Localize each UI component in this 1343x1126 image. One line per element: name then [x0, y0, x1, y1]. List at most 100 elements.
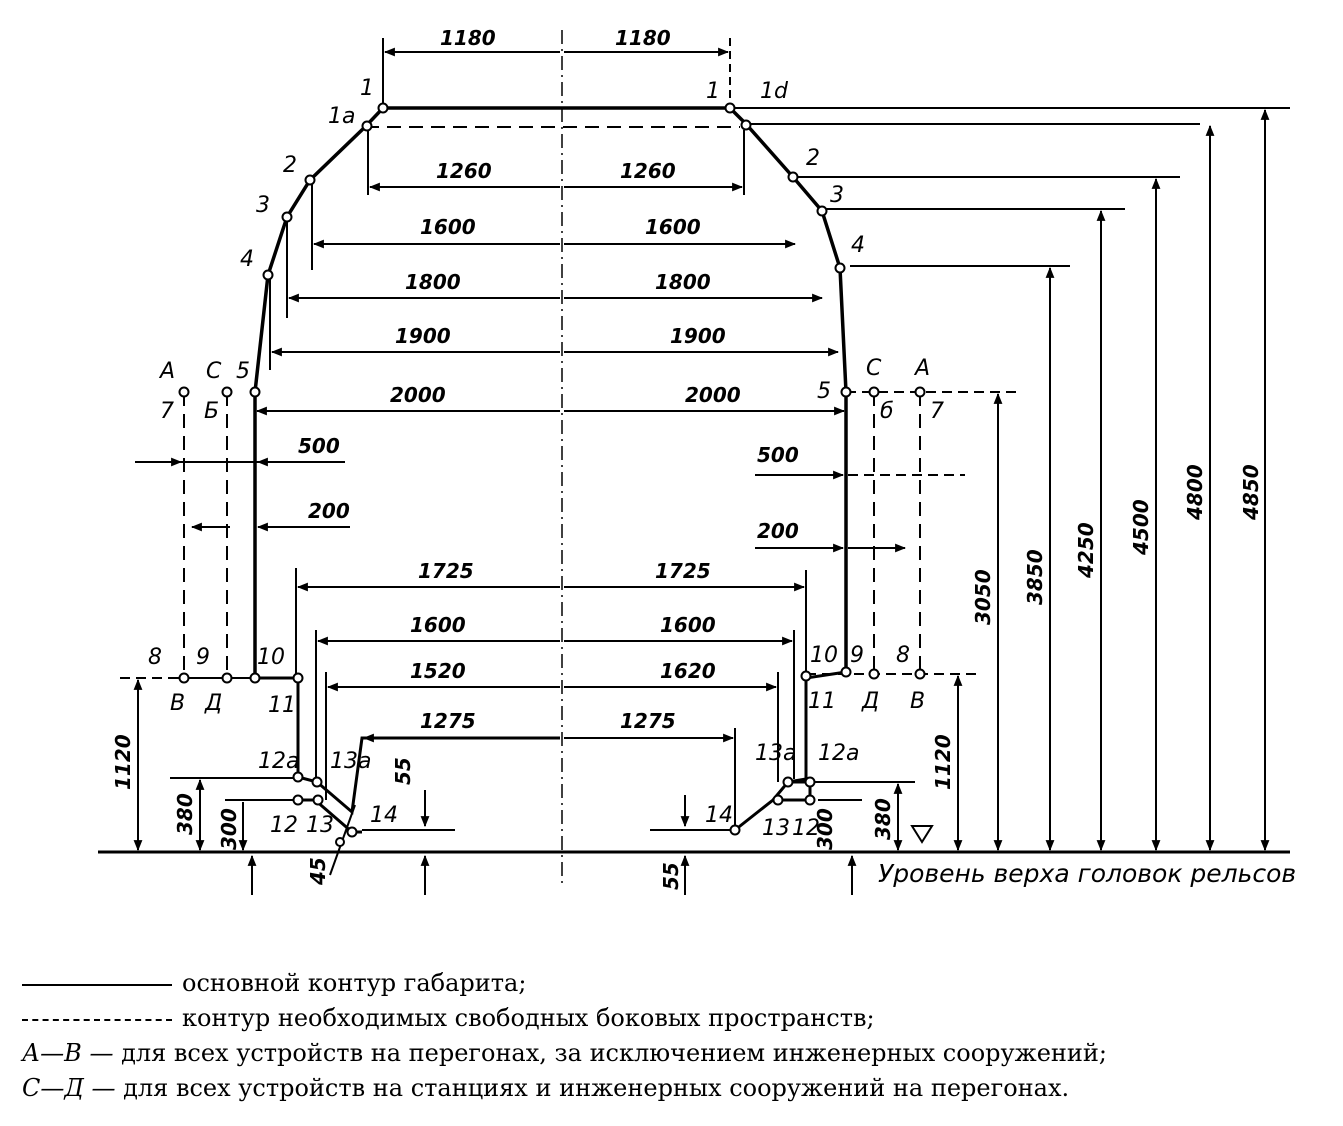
label-1120-left: 1120 — [111, 734, 135, 790]
point-4-left: 4 — [240, 247, 254, 272]
point-1a: 1a — [328, 104, 355, 129]
point-8-right: 8 — [896, 643, 910, 668]
label-2000-left: 2000 — [390, 383, 446, 407]
point-2-left: 2 — [283, 153, 297, 178]
legend-item-main-contour: основной контур габарита; — [22, 966, 1332, 1001]
point-12a-left: 12a — [258, 749, 299, 774]
point-9-right: 9 — [850, 643, 864, 668]
point-D-left: Д — [204, 691, 222, 716]
label-1900-left: 1900 — [395, 324, 451, 348]
main-contour-step-right — [780, 780, 812, 802]
point-13a-left: 13a — [330, 749, 371, 774]
label-55-right: 55 — [659, 862, 683, 890]
label-200-left: 200 — [308, 499, 350, 523]
rail-level-triangle — [910, 825, 934, 844]
point-2-right: 2 — [806, 146, 820, 171]
point-13a-right: 13a — [755, 741, 796, 766]
legend-item-AB: А—В — для всех устройств на перегонах, з… — [22, 1036, 1332, 1071]
point-9-left: 9 — [196, 645, 210, 670]
legend-text-main-contour: основной контур габарита; — [182, 969, 527, 997]
label-3050: 3050 — [971, 569, 995, 625]
point-C-right: C — [866, 356, 882, 381]
point-7-left: 7 — [160, 399, 174, 424]
label-3850: 3850 — [1023, 549, 1047, 605]
point-V-left: В — [170, 691, 185, 716]
dashed-line-sample — [22, 1018, 172, 1021]
point-V-right: В — [910, 689, 925, 714]
label-1275-left: 1275 — [420, 709, 476, 733]
legend-text-CD: для всех устройств на станциях и инженер… — [123, 1074, 1070, 1102]
point-1d: 1d — [760, 79, 789, 104]
point-1-left: 1 — [360, 76, 374, 101]
legend-item-side-spaces: контур необходимых свободных боковых про… — [22, 1001, 1332, 1036]
point-10-right: 10 — [810, 643, 838, 668]
legend-text-AB: для всех устройств на перегонах, за искл… — [121, 1039, 1107, 1067]
point-12a-right: 12a — [818, 741, 859, 766]
label-1800-left: 1800 — [405, 270, 461, 294]
legend-key-AB: А—В — — [22, 1039, 114, 1067]
label-1600b-left: 1600 — [410, 613, 466, 637]
point-1-right: 1 — [706, 79, 720, 104]
point-6-right: б — [880, 399, 894, 424]
point-10-left: 10 — [257, 645, 285, 670]
point-13-left: 13 — [306, 813, 334, 838]
point-C-left: C — [206, 359, 222, 384]
legend-text-side-spaces: контур необходимых свободных боковых про… — [182, 1004, 875, 1032]
label-380-left: 380 — [173, 793, 197, 835]
point-markers — [178, 102, 926, 847]
point-14-right: 14 — [705, 803, 733, 828]
point-11-left: 11 — [268, 693, 296, 718]
label-300-right: 300 — [813, 808, 837, 850]
point-4-right: 4 — [851, 233, 865, 258]
label-4500: 4500 — [1129, 499, 1153, 556]
point-D-right: Д — [861, 689, 879, 714]
main-contour-upper — [253, 106, 848, 678]
label-1600-right: 1600 — [645, 215, 701, 239]
point-12-right: 12 — [792, 816, 820, 841]
point-A-right: A — [913, 356, 930, 381]
label-1260-right: 1260 — [620, 159, 676, 183]
point-A-left: A — [158, 359, 175, 384]
clearance-gauge-diagram: 1180 1180 1260 1260 1600 1600 1800 1800 … — [98, 26, 1296, 895]
legend-key-CD: С—Д — — [22, 1074, 116, 1102]
label-1600b-right: 1600 — [660, 613, 716, 637]
point-14-left: 14 — [370, 803, 398, 828]
label-380-right: 380 — [871, 798, 895, 840]
label-500-left: 500 — [298, 434, 340, 458]
label-1180-right: 1180 — [615, 26, 671, 50]
label-300-left: 300 — [217, 808, 241, 850]
point-5-right: 5 — [817, 379, 831, 404]
label-1620-right: 1620 — [660, 659, 716, 683]
rail-level-caption: Уровень верха головок рельсов — [878, 859, 1296, 888]
label-1120-right: 1120 — [931, 734, 955, 790]
label-1180-left: 1180 — [440, 26, 496, 50]
point-7-right: 7 — [930, 399, 944, 424]
point-6-left: Б — [204, 399, 219, 424]
point-12-left: 12 — [270, 813, 298, 838]
label-4250: 4250 — [1074, 522, 1098, 579]
label-1725-left: 1725 — [418, 559, 474, 583]
main-contour-lower-left — [255, 676, 560, 815]
label-1275-right: 1275 — [620, 709, 676, 733]
point-5-left: 5 — [236, 359, 250, 384]
label-1600-left: 1600 — [420, 215, 476, 239]
legend: основной контур габарита; контур необход… — [22, 966, 1332, 1106]
label-1800-right: 1800 — [655, 270, 711, 294]
legend-item-CD: С—Д — для всех устройств на станциях и и… — [22, 1071, 1332, 1106]
point-8-left: 8 — [148, 645, 162, 670]
point-3-right: 3 — [830, 183, 844, 208]
label-200-right: 200 — [757, 519, 799, 543]
point-11-right: 11 — [808, 689, 836, 714]
label-1260-left: 1260 — [436, 159, 492, 183]
label-1725-right: 1725 — [655, 559, 711, 583]
label-1900-right: 1900 — [670, 324, 726, 348]
point-13-right: 13 — [762, 816, 790, 841]
label-55-left: 55 — [391, 757, 415, 785]
label-45: 45 — [306, 857, 330, 886]
point-3-left: 3 — [256, 193, 270, 218]
label-1520-left: 1520 — [410, 659, 466, 683]
solid-line-sample — [22, 983, 172, 986]
label-4850: 4850 — [1239, 464, 1263, 521]
label-4800: 4800 — [1183, 464, 1207, 521]
label-2000-right: 2000 — [685, 383, 741, 407]
